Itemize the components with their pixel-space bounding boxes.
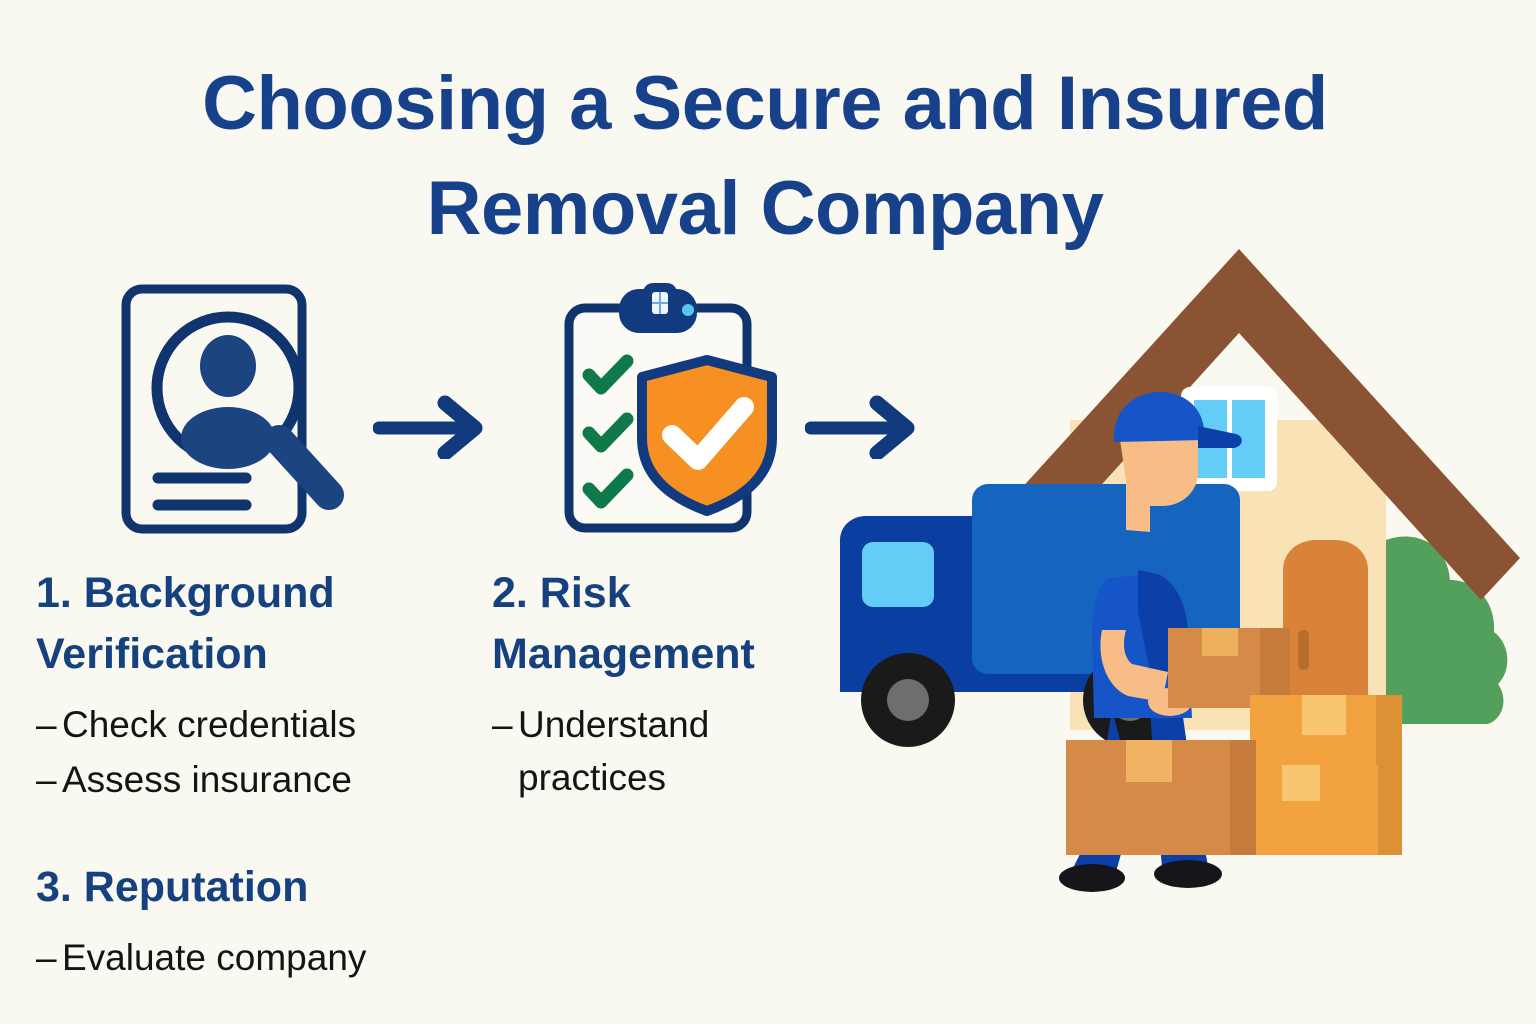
list-item: –Check credentials <box>36 699 466 752</box>
step-2-bullets: –Understand practices <box>492 699 842 804</box>
page-title-line-2: Removal Company <box>426 165 1104 251</box>
carried-box-icon <box>1168 628 1290 708</box>
bullet-dash: – <box>492 704 513 746</box>
clipboard-shield-icon <box>557 283 792 538</box>
bullet-dash: – <box>36 758 57 800</box>
bullet-text: Evaluate company <box>62 937 367 979</box>
bullet-text: Check credentials <box>62 704 357 746</box>
step-1-heading: 1. Background Verification <box>36 569 335 679</box>
step-1-block: 1. Background Verification –Check creden… <box>36 563 466 808</box>
step-2-block: 2. Risk Management –Understand practices <box>492 563 842 806</box>
flow-arrow-1 <box>372 395 493 461</box>
list-item: –Understand practices <box>492 699 842 804</box>
bullet-dash: – <box>36 704 57 746</box>
flow-arrow-2 <box>804 395 925 461</box>
step-1-bullets: –Check credentials –Assess insurance <box>36 699 466 806</box>
page-title-line-1: Choosing a Secure and Insured <box>202 61 1328 146</box>
bullet-text: Assess insurance <box>62 758 352 800</box>
step-3-bullets: –Evaluate company <box>36 932 486 985</box>
list-item: –Evaluate company <box>36 932 486 985</box>
step-2-heading: 2. Risk Management <box>492 569 755 679</box>
list-item: –Assess insurance <box>36 754 466 807</box>
step-3-block: 3. Reputation –Evaluate company <box>36 857 486 987</box>
background-check-document-icon <box>118 283 348 538</box>
bullet-dash: – <box>36 937 57 979</box>
bush-icon <box>1386 536 1508 724</box>
step-3-heading: 3. Reputation <box>36 863 309 911</box>
bullet-text: Understand practices <box>518 704 710 798</box>
cardboard-boxes-icon <box>1066 695 1402 855</box>
page-title: Choosing a Secure and Insured Removal Co… <box>120 52 1410 262</box>
moving-scene-illustration <box>820 240 1536 920</box>
